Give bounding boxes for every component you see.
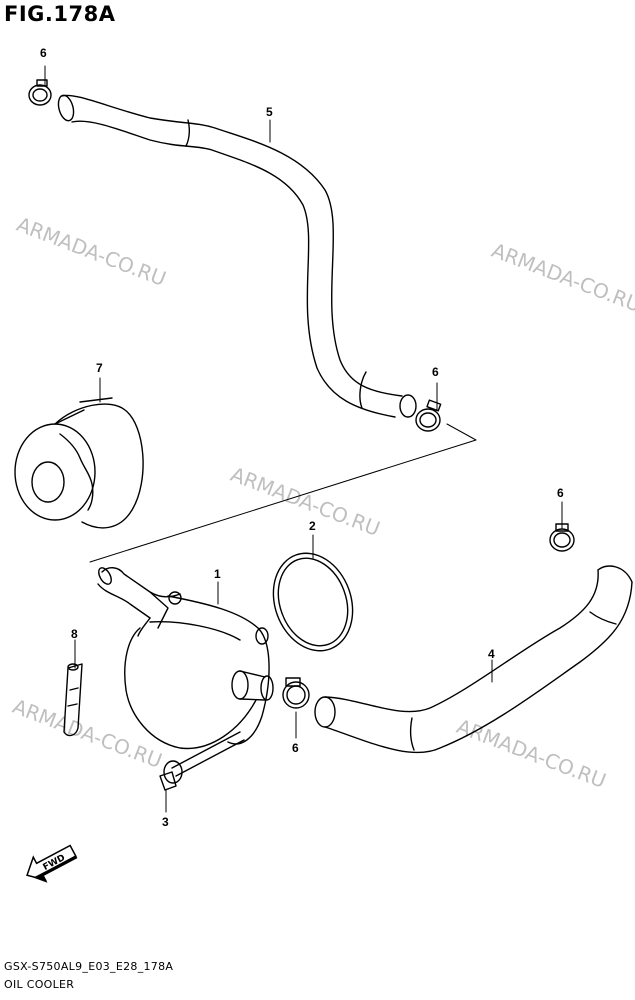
callout-6: 6	[432, 365, 439, 379]
o-ring-2[interactable]	[260, 542, 366, 662]
footer-drawing-code: GSX-S750AL9_E03_E28_178A	[4, 960, 174, 973]
callout-2: 2	[309, 519, 316, 533]
hose-4[interactable]	[314, 565, 633, 754]
callout-3: 3	[162, 815, 169, 829]
hose-clamp-6d[interactable]	[549, 523, 575, 552]
hose-5[interactable]	[56, 94, 417, 418]
callout-7: 7	[96, 361, 103, 375]
fwd-arrow-icon: FWD	[26, 844, 78, 883]
oil-filter-7[interactable]	[14, 397, 144, 529]
callout-6: 6	[292, 741, 299, 755]
callout-6: 6	[40, 46, 47, 60]
bolt-3[interactable]	[159, 731, 245, 791]
hose-clamp-6b[interactable]	[415, 399, 442, 432]
bracket-8[interactable]	[63, 663, 83, 737]
callout-6: 6	[557, 486, 564, 500]
oil-cooler-1[interactable]	[96, 566, 274, 750]
footer-drawing-name: OIL COOLER	[4, 978, 75, 991]
figure-title: FIG.178A	[4, 2, 116, 26]
callout-5: 5	[266, 105, 273, 119]
callout-8: 8	[71, 627, 78, 641]
hose-clamp-6c[interactable]	[282, 677, 310, 709]
callout-1: 1	[214, 567, 221, 581]
hose-clamp-6a[interactable]	[28, 79, 52, 106]
callout-4: 4	[488, 647, 495, 661]
